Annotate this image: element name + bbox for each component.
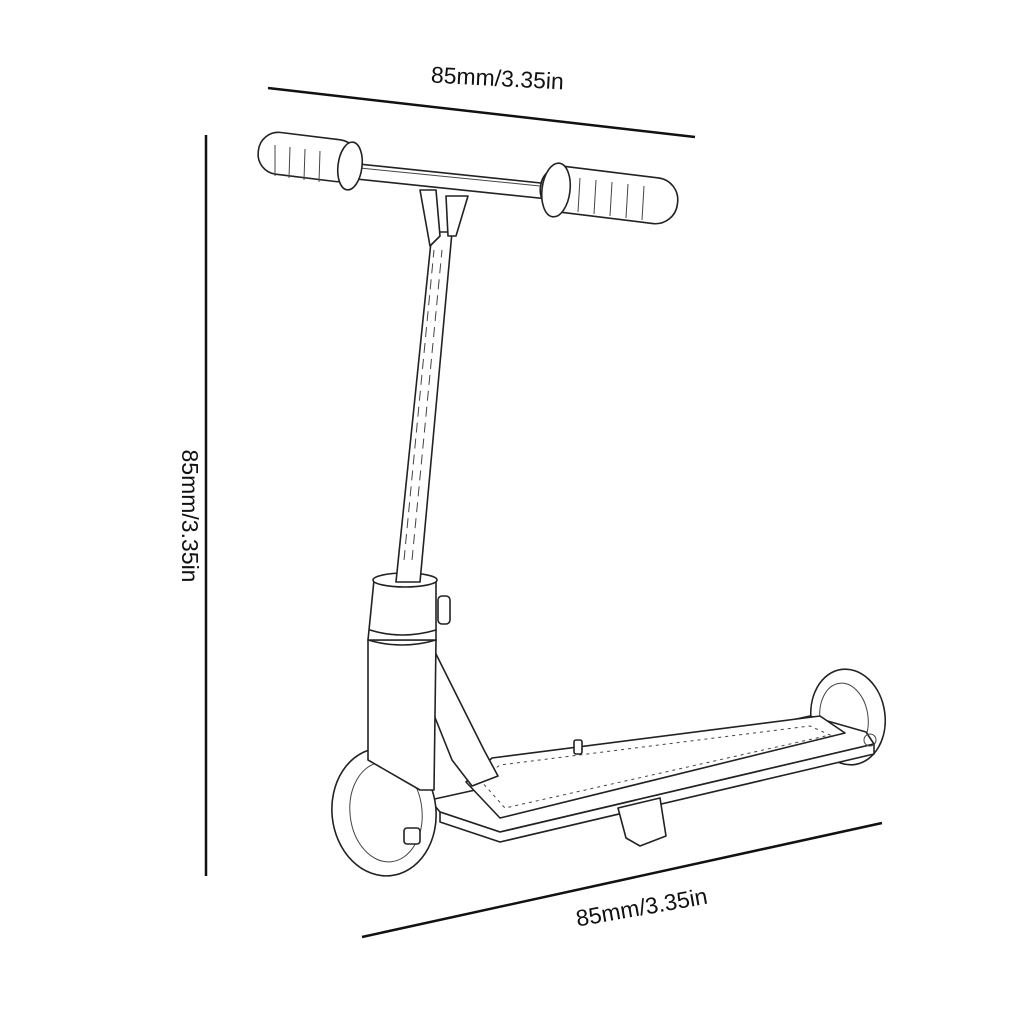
bottom-dimension-line bbox=[361, 821, 883, 939]
right-grip bbox=[539, 162, 679, 225]
top-dimension-line bbox=[267, 86, 696, 139]
left-dimension-label: 85mm/3.35in bbox=[177, 450, 203, 583]
deck bbox=[429, 715, 877, 847]
scooter-illustration bbox=[257, 131, 887, 877]
handlebar-stem bbox=[395, 189, 469, 583]
handlebar bbox=[257, 131, 679, 225]
top-dimension-label: 85mm/3.35in bbox=[430, 62, 564, 95]
fork-and-headtube bbox=[367, 572, 499, 791]
left-grip bbox=[257, 131, 364, 191]
bottom-dimension-label: 85mm/3.35in bbox=[574, 883, 709, 932]
